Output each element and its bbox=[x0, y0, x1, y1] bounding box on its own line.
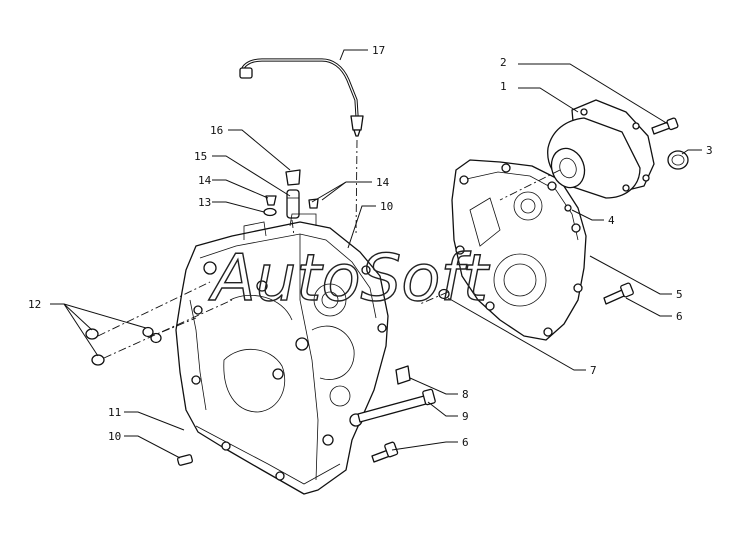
part-14-plugs bbox=[265, 195, 319, 209]
callout-5: 5 bbox=[676, 288, 683, 301]
assembly-axes bbox=[97, 139, 561, 359]
callout-9: 9 bbox=[462, 410, 469, 423]
part-2-bolt bbox=[651, 117, 679, 135]
callout-1: 1 bbox=[500, 80, 507, 93]
part-12-o-rings bbox=[85, 326, 162, 366]
callout-11: 11 bbox=[108, 406, 121, 419]
callout-16: 16 bbox=[210, 124, 223, 137]
callout-labels: 17 2 1 3 4 5 6 7 8 9 6 10 10 11 12 13 14… bbox=[28, 44, 713, 449]
part-16-cap bbox=[285, 169, 301, 186]
callout-15: 15 bbox=[194, 150, 207, 163]
callout-13: 13 bbox=[198, 196, 211, 209]
callout-6-upper: 6 bbox=[676, 310, 683, 323]
autosoft-watermark: AutoSoft bbox=[208, 242, 491, 316]
callout-14-left: 14 bbox=[198, 174, 212, 187]
part-10-dowel-lower bbox=[177, 454, 193, 466]
callout-7: 7 bbox=[590, 364, 597, 377]
part-4-plug bbox=[564, 204, 572, 212]
callout-10-upper: 10 bbox=[380, 200, 393, 213]
part-13-washer bbox=[263, 207, 277, 217]
callout-10-lower: 10 bbox=[108, 430, 121, 443]
part-6-bolt-upper bbox=[603, 282, 634, 305]
part-3-ring bbox=[667, 150, 689, 170]
callout-2: 2 bbox=[500, 56, 507, 69]
callout-4: 4 bbox=[608, 214, 615, 227]
callout-8: 8 bbox=[462, 388, 469, 401]
part-8-plug bbox=[395, 365, 411, 385]
callout-3: 3 bbox=[706, 144, 713, 157]
part-9-long-bolt bbox=[357, 388, 436, 423]
part-1-flange-housing bbox=[547, 99, 655, 199]
part-15-pin bbox=[286, 189, 300, 219]
leader-lines bbox=[50, 49, 702, 459]
part-11-main-housing bbox=[175, 213, 389, 495]
callout-17: 17 bbox=[372, 44, 385, 57]
callout-12: 12 bbox=[28, 298, 41, 311]
part-6-bolt-lower bbox=[371, 441, 399, 463]
part-5-front-cover bbox=[451, 159, 587, 341]
callout-14-right: 14 bbox=[376, 176, 390, 189]
callout-6-lower: 6 bbox=[462, 436, 469, 449]
part-17-oil-pipe bbox=[239, 58, 364, 137]
